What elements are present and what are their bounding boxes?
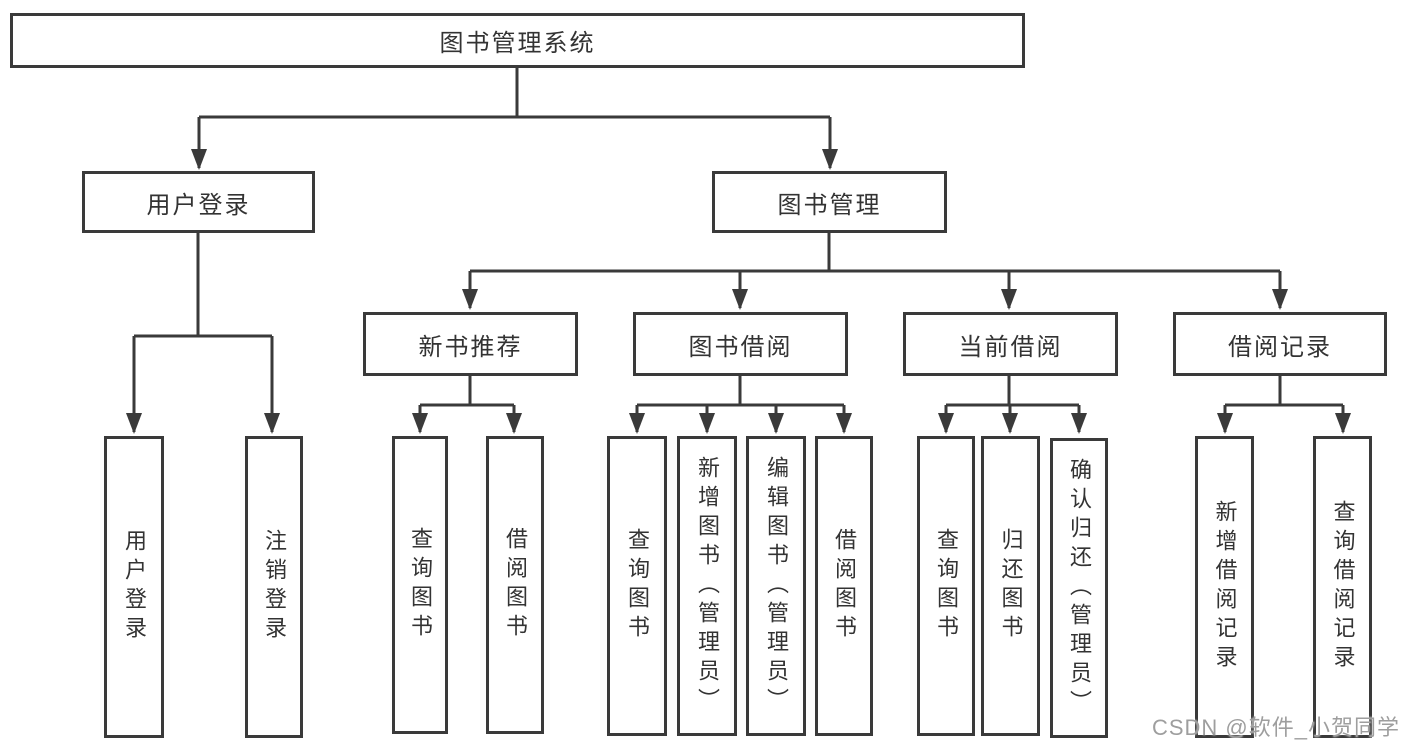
diagram-node-current-borrow: 当前借阅	[903, 312, 1118, 376]
node-label: 新增借阅记录	[1212, 500, 1238, 674]
watermark: CSDN @软件_小贺同学	[1151, 715, 1400, 740]
node-label: 用户登录	[122, 529, 147, 645]
node-label: 查询图书	[625, 528, 650, 644]
node-label: 注销登录	[262, 529, 287, 645]
diagram-node-root: 图书管理系统	[10, 13, 1025, 68]
diagram-node-current-confirm-return: 确认归还（管理员）	[1050, 438, 1108, 738]
diagram-node-login-leaf: 用户登录	[104, 436, 164, 738]
node-label: 借阅图书	[832, 528, 857, 644]
node-label: 新书推荐	[418, 333, 523, 361]
node-label: 查询图书	[408, 527, 433, 643]
diagram-node-current-return-book: 归还图书	[981, 436, 1040, 736]
diagram-node-borrow-add-book: 新增图书（管理员）	[677, 436, 737, 736]
diagram-node-book-management: 图书管理	[712, 171, 947, 233]
node-label: 图书管理系统	[439, 30, 596, 57]
diagram-node-borrow-borrow-book: 借阅图书	[815, 436, 873, 736]
node-label: 图书借阅	[688, 333, 793, 361]
diagram-node-borrow-records: 借阅记录	[1173, 312, 1387, 376]
node-label: 借阅图书	[503, 527, 528, 643]
node-label: 用户登录	[146, 191, 251, 219]
node-label: 借阅记录	[1228, 333, 1332, 361]
node-label: 归还图书	[998, 528, 1024, 644]
diagram-node-records-add-record: 新增借阅记录	[1195, 436, 1254, 738]
diagram-node-borrow-edit-book: 编辑图书（管理员）	[746, 436, 806, 736]
node-label: 图书管理	[777, 191, 882, 219]
node-label: 查询借阅记录	[1330, 500, 1356, 674]
diagram-node-logout-leaf: 注销登录	[245, 436, 303, 738]
diagram-node-recommend-query-book: 查询图书	[392, 436, 448, 734]
node-label: 查询图书	[934, 528, 959, 644]
node-label: 编辑图书（管理员）	[764, 455, 789, 717]
diagram-node-book-borrow: 图书借阅	[633, 312, 848, 376]
diagram-node-current-query-book: 查询图书	[917, 436, 975, 736]
diagram-node-new-book-recommend: 新书推荐	[363, 312, 578, 376]
diagram-node-records-query-record: 查询借阅记录	[1313, 436, 1372, 738]
diagram-node-user-login: 用户登录	[82, 171, 315, 233]
diagram-node-recommend-borrow-book: 借阅图书	[486, 436, 544, 734]
node-label: 确认归还（管理员）	[1067, 457, 1092, 719]
node-label: 新增图书（管理员）	[695, 455, 720, 717]
diagram-node-borrow-query-book: 查询图书	[607, 436, 667, 736]
node-label: 当前借阅	[958, 333, 1063, 361]
